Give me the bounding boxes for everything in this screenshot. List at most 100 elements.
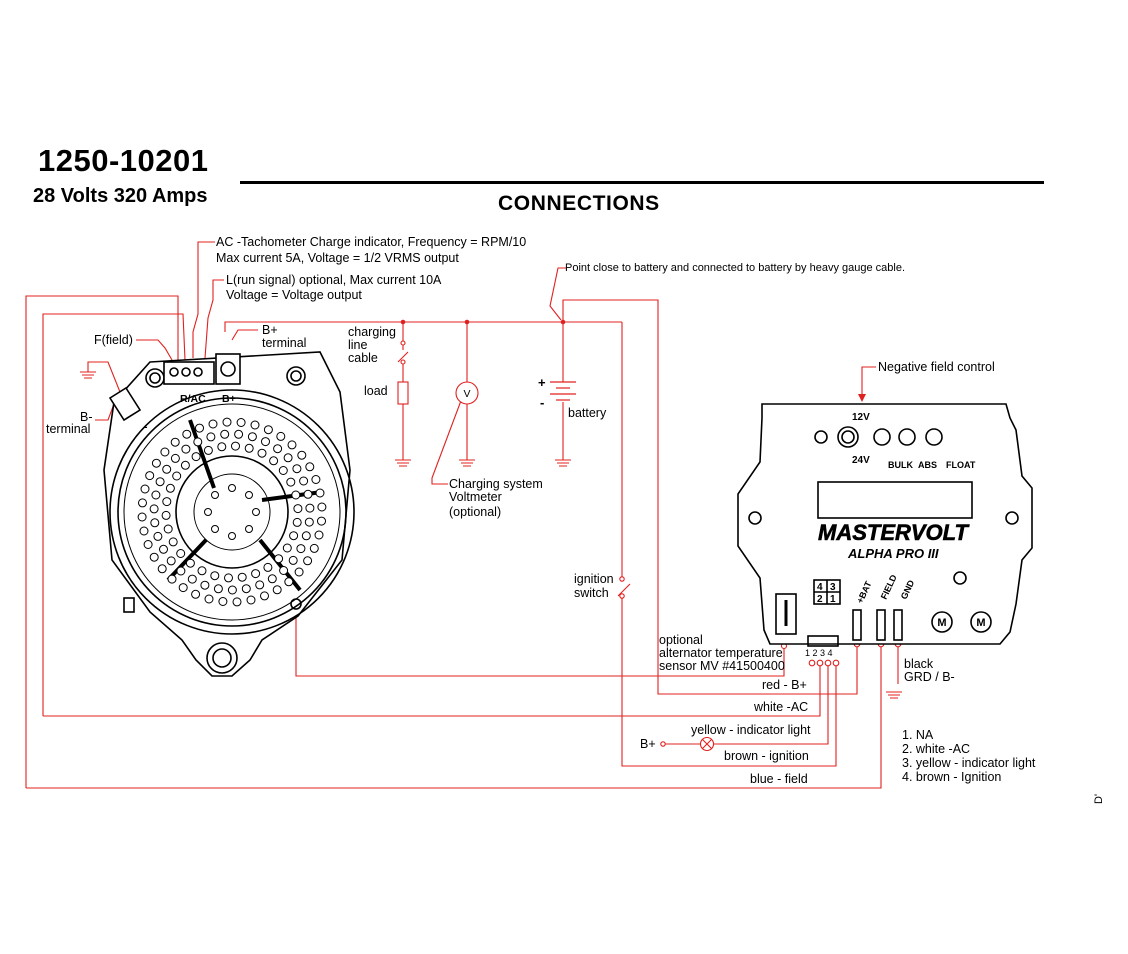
bminus-ground-symbol — [80, 371, 96, 379]
motor-m-left: M — [937, 617, 946, 629]
motor-left — [931, 611, 953, 633]
vent-hole — [210, 571, 220, 581]
vent-hole — [244, 443, 254, 453]
vent-hole — [305, 462, 315, 472]
vent-hole — [163, 524, 173, 534]
vent-hole — [292, 464, 302, 474]
gnd-post — [893, 609, 903, 641]
bminus-stud — [108, 386, 142, 422]
field-post — [876, 609, 886, 641]
vent-hole — [267, 574, 277, 584]
charging-line-3: cable — [348, 351, 378, 365]
alternator-housing — [103, 351, 351, 677]
vent-hole — [287, 440, 297, 450]
legend-item-2: 2. white -AC — [902, 742, 970, 756]
vent-hole — [293, 504, 303, 514]
negative-field-label: Negative field control — [878, 360, 995, 374]
sensor-wire — [295, 604, 785, 677]
regulator-mount-right — [1005, 511, 1019, 525]
lower-connector — [807, 635, 839, 647]
terminal-r-ac — [193, 367, 203, 377]
wire-blue-label: blue - field — [750, 772, 808, 786]
vent-hole — [251, 569, 261, 579]
vent-hole — [273, 444, 283, 454]
vent-hole — [220, 429, 230, 439]
rear-cover-ring — [117, 397, 347, 627]
ignition-contact — [619, 593, 625, 599]
voltage-selector — [837, 426, 859, 448]
lower-mount-hole — [212, 648, 232, 668]
vent-hole — [206, 432, 216, 442]
bat-post — [852, 609, 862, 641]
ac-note-line2: Max current 5A, Voltage = 1/2 VRMS outpu… — [216, 251, 459, 265]
mount-hole-right — [290, 370, 302, 382]
vent-hole — [181, 444, 191, 454]
junction-dot — [464, 319, 470, 325]
vent-hole — [218, 597, 228, 606]
battery-ground — [555, 402, 571, 467]
bminus-label-line2: terminal — [46, 422, 90, 436]
vent-hole — [149, 504, 159, 514]
legend-item-4: 4. brown - Ignition — [902, 770, 1001, 784]
vent-hole — [149, 552, 159, 562]
indicator-lamp-cross — [702, 739, 712, 749]
ignition-switch — [617, 583, 631, 597]
junctions — [400, 319, 566, 325]
bplus-nut — [220, 361, 236, 377]
battery-minus: - — [540, 395, 544, 410]
led-abs — [898, 428, 916, 446]
yellow-indicator-wire — [714, 664, 829, 745]
vent-hole — [187, 574, 197, 584]
vent-hole — [162, 464, 172, 474]
negative-field-arrow — [858, 394, 866, 402]
terminal-tag-ac: R/AC — [180, 393, 206, 405]
ignition-label-1: ignition — [574, 572, 614, 586]
sensor-line1: optional — [659, 633, 703, 647]
vent-hole — [276, 431, 286, 441]
mount-ear-right — [286, 366, 306, 386]
wire-brown-label: brown - ignition — [724, 749, 809, 763]
motor-right — [970, 611, 992, 633]
hub-hole — [252, 508, 260, 516]
vent-hole — [150, 518, 160, 528]
alternator — [103, 351, 355, 677]
part-number: 1250-10201 — [38, 143, 209, 178]
vent-hole — [159, 544, 168, 554]
vent-hole — [278, 466, 288, 475]
vent-hole — [305, 503, 315, 513]
vent-hole — [161, 510, 171, 520]
voltmeter-label-3: (optional) — [449, 505, 501, 519]
charging-switch — [397, 351, 409, 363]
vent-hole — [303, 556, 313, 566]
battery-plus: + — [538, 375, 546, 390]
vent-hole — [261, 437, 270, 447]
vent-hole — [237, 572, 247, 582]
vent-hole — [217, 442, 227, 452]
led-bulk — [873, 428, 891, 446]
hub-hole — [211, 525, 219, 533]
charging-line-2: line — [348, 338, 368, 352]
selector-m — [814, 430, 828, 444]
vent-hole — [317, 502, 327, 512]
vent-hole — [311, 475, 321, 484]
vent-hole — [204, 594, 214, 604]
terminal-block — [163, 361, 215, 385]
vent-hole — [263, 425, 273, 435]
ignition-label-2: switch — [574, 586, 609, 600]
hub-hole — [204, 508, 212, 516]
ignition-contact — [619, 576, 625, 582]
bplus-supply-contact — [660, 741, 666, 747]
run-note-line1: L(run signal) optional, Max current 10A — [226, 273, 442, 287]
vent-hole — [236, 418, 246, 427]
regulator-ground — [886, 691, 902, 699]
vent-hole — [279, 566, 289, 575]
bplus-label-line2: terminal — [262, 336, 306, 350]
vent-hole — [162, 497, 172, 507]
black-label-1: black — [904, 657, 934, 671]
voltmeter-ground — [459, 404, 475, 467]
label-abs: ABS — [918, 460, 937, 470]
vent-hole — [274, 554, 284, 564]
battery-note: Point close to battery and connected to … — [565, 262, 905, 274]
plug-num-2: 2 — [817, 594, 823, 605]
rear-cover-inner — [123, 403, 341, 621]
